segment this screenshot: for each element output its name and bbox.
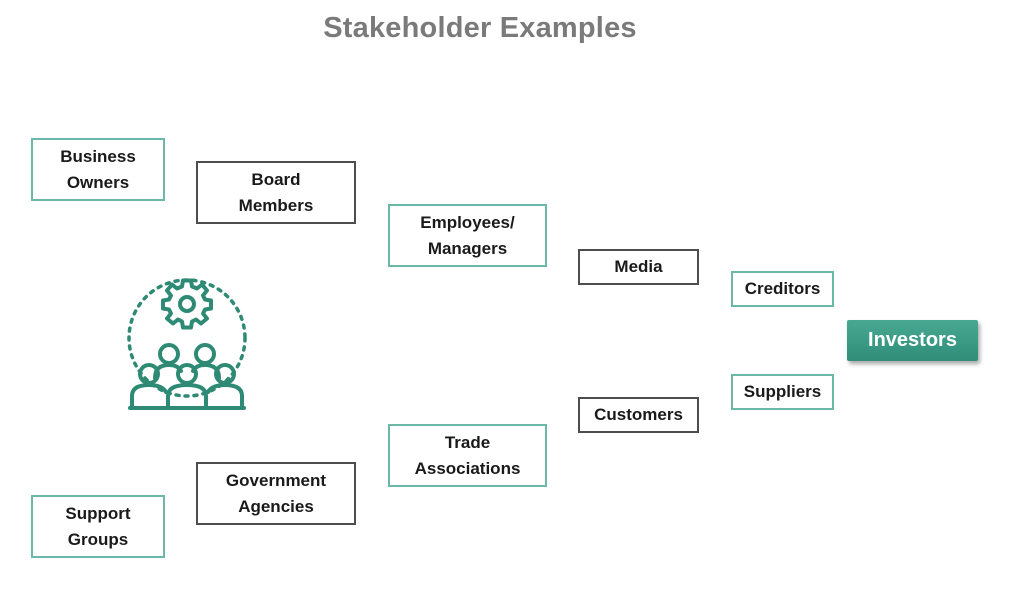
box-media: Media <box>578 249 699 285</box>
team-settings-icon <box>127 278 247 410</box>
diagram-title: Stakeholder Examples <box>323 12 637 44</box>
box-government-agencies: Government Agencies <box>196 462 356 525</box>
box-employees-managers: Employees/ Managers <box>388 204 547 267</box>
box-suppliers: Suppliers <box>731 374 834 410</box>
box-customers: Customers <box>578 397 699 433</box>
box-business-owners: Business Owners <box>31 138 165 201</box>
box-investors: Investors <box>847 320 978 361</box>
box-board-members: Board Members <box>196 161 356 224</box>
box-creditors: Creditors <box>731 271 834 307</box>
box-support-groups: Support Groups <box>31 495 165 558</box>
box-trade-associations: Trade Associations <box>388 424 547 487</box>
